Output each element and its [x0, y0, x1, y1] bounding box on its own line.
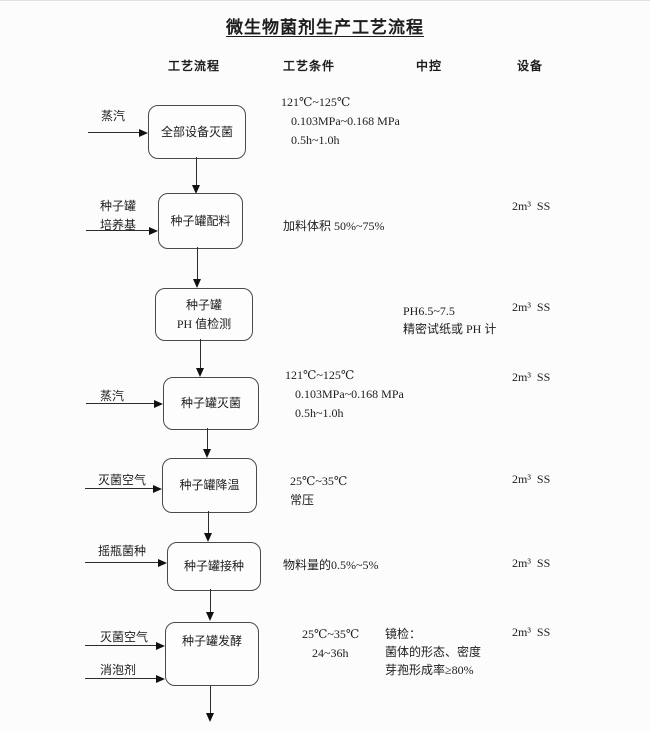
arrow-right-line: [85, 645, 157, 646]
control-line: 芽孢形成率≥80%: [385, 663, 474, 677]
conditions-block: 25℃~35℃ 24~36h: [302, 625, 359, 663]
arrow-right-line: [85, 488, 154, 489]
page-title: 微生物菌剂生产工艺流程: [226, 18, 424, 37]
condition-line: 0.103MPa~0.168 MPa: [291, 114, 400, 128]
arrowhead-right-icon: [149, 227, 158, 235]
arrowhead-down-icon: [206, 713, 214, 722]
condition-line: 0.5h~1.0h: [291, 133, 340, 147]
conditions-block: 121℃~125℃ 0.103MPa~0.168 MPa 0.5h~1.0h: [281, 93, 400, 150]
flow-box-seed-tank-ferment: 种子罐发酵: [165, 622, 259, 686]
arrow-right-line: [86, 403, 155, 404]
control-block: PH6.5~7.5 精密试纸或 PH 计: [403, 302, 496, 338]
flow-box-label: 全部设备灭菌: [160, 124, 233, 139]
arrowhead-right-icon: [139, 129, 148, 137]
arrow-down-line: [196, 157, 197, 187]
control-line: 镜检：: [385, 627, 422, 641]
conditions-block: 加料体积 50%~75%: [283, 217, 385, 236]
input-label-sterile-air: 灭菌空气: [98, 473, 147, 487]
input-label-medium: 培养基: [100, 218, 137, 232]
arrowhead-right-icon: [154, 400, 163, 408]
condition-line: 常压: [290, 493, 315, 507]
input-label-flask-seed: 摇瓶菌种: [98, 544, 147, 558]
arrowhead-right-icon: [156, 675, 165, 683]
arrowhead-down-icon: [204, 533, 212, 542]
equipment-value: 2m³ SS: [512, 370, 551, 384]
arrow-right-line: [86, 230, 150, 231]
arrow-down-line: [210, 589, 211, 613]
arrow-down-line: [210, 686, 211, 714]
arrowhead-down-icon: [206, 612, 214, 621]
input-label-seed-tank: 种子罐: [100, 199, 137, 213]
flow-box-seed-tank-cooldown: 种子罐降温: [162, 458, 257, 513]
arrow-down-line: [208, 511, 209, 534]
control-block: 镜检： 菌体的形态、密度 芽孢形成率≥80%: [385, 625, 481, 679]
flow-box-label: 种子罐配料: [170, 213, 231, 228]
input-label-antifoam: 消泡剂: [100, 663, 137, 677]
conditions-block: 物料量的0.5%~5%: [283, 556, 379, 575]
control-line: 精密试纸或 PH 计: [403, 322, 497, 336]
input-label-sterile-air: 灭菌空气: [100, 630, 149, 644]
arrowhead-right-icon: [158, 559, 167, 567]
condition-line: 物料量的0.5%~5%: [283, 558, 379, 572]
conditions-block: 121℃~125℃ 0.103MPa~0.168 MPa 0.5h~1.0h: [285, 366, 404, 423]
input-label-steam: 蒸汽: [100, 389, 125, 403]
condition-line: 24~36h: [312, 646, 349, 660]
flow-box-seed-tank-batching: 种子罐配料: [158, 193, 243, 249]
control-line: PH6.5~7.5: [403, 304, 455, 318]
arrow-down-line: [197, 247, 198, 280]
flow-box-label: 种子罐接种: [183, 559, 244, 573]
condition-line: 25℃~35℃: [302, 627, 360, 641]
column-header-conditions: 工艺条件: [283, 59, 336, 73]
arrowhead-right-icon: [156, 642, 165, 650]
condition-line: 121℃~125℃: [281, 95, 351, 109]
flow-box-label: 种子罐: [185, 297, 222, 312]
flow-box-label: 种子罐灭菌: [180, 396, 241, 410]
condition-line: 0.103MPa~0.168 MPa: [295, 387, 404, 401]
arrow-right-line: [88, 132, 140, 133]
input-label-steam: 蒸汽: [101, 109, 126, 123]
arrowhead-right-icon: [153, 485, 162, 493]
equipment-value: 2m³ SS: [512, 556, 551, 570]
equipment-value: 2m³ SS: [512, 625, 551, 639]
conditions-block: 25℃~35℃ 常压: [290, 472, 347, 510]
arrowhead-down-icon: [196, 368, 204, 377]
arrowhead-down-icon: [193, 279, 201, 288]
equipment-value: 2m³ SS: [512, 300, 551, 314]
arrow-down-line: [207, 428, 208, 450]
column-header-equipment: 设备: [517, 59, 544, 73]
flow-box-seed-tank-ph-check: 种子罐 PH 值检测: [155, 288, 253, 341]
condition-line: 25℃~35℃: [290, 474, 348, 488]
flow-box-label: 种子罐发酵: [181, 634, 242, 648]
flow-box-seed-tank-inoculate: 种子罐接种: [167, 542, 261, 591]
flow-box-seed-tank-sterilize: 种子罐灭菌: [163, 377, 259, 430]
condition-line: 0.5h~1.0h: [295, 406, 344, 420]
flow-box-label: PH 值检测: [176, 316, 232, 331]
arrow-down-line: [200, 339, 201, 369]
arrowhead-down-icon: [203, 449, 211, 458]
arrow-right-line: [85, 562, 159, 563]
arrow-right-line: [85, 678, 157, 679]
condition-line: 121℃~125℃: [285, 368, 355, 382]
flow-box-label: 种子罐降温: [179, 478, 240, 492]
column-header-control: 中控: [416, 59, 443, 73]
column-header-flow: 工艺流程: [168, 59, 221, 73]
equipment-value: 2m³ SS: [512, 472, 551, 486]
control-line: 菌体的形态、密度: [385, 645, 482, 659]
equipment-value: 2m³ SS: [512, 199, 551, 213]
flow-box-sterilize-all-equipment: 全部设备灭菌: [148, 105, 246, 159]
arrowhead-down-icon: [192, 185, 200, 194]
condition-line: 加料体积 50%~75%: [283, 219, 385, 233]
